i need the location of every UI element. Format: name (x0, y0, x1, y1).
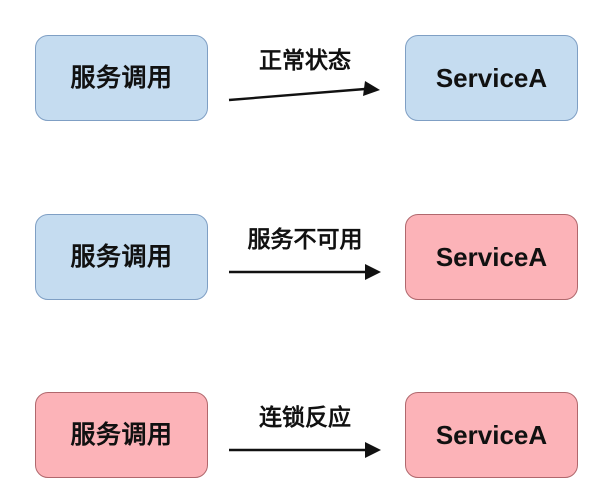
connector-row1: 正常状态 (225, 35, 385, 121)
arrow-right-icon-row1 (228, 81, 380, 102)
node-service-label-row2: ServiceA (435, 242, 548, 272)
arrow-right-icon-row3 (229, 442, 381, 458)
node-caller-row1[interactable]: 服务调用 (35, 35, 208, 121)
connector-row2: 服务不可用 (225, 214, 385, 300)
node-service-row3[interactable]: ServiceA (405, 392, 578, 478)
node-caller-label-row1: 服务调用 (70, 63, 173, 92)
edge-label-row2: 服务不可用 (247, 226, 363, 252)
diagram-row-normal: 服务调用 正常状态 ServiceA (0, 25, 606, 145)
node-service-label-row1: ServiceA (435, 63, 548, 93)
node-caller-label-row2: 服务调用 (70, 242, 173, 271)
diagram-row-unavailable: 服务调用 服务不可用 ServiceA (0, 204, 606, 324)
node-caller-row2[interactable]: 服务调用 (35, 214, 208, 300)
edge-label-row1: 正常状态 (259, 47, 351, 73)
node-service-row1[interactable]: ServiceA (405, 35, 578, 121)
node-service-row2[interactable]: ServiceA (405, 214, 578, 300)
edge-label-row3: 连锁反应 (259, 404, 351, 430)
node-caller-label-row3: 服务调用 (70, 420, 173, 449)
diagram-row-cascading: 服务调用 连锁反应 ServiceA (0, 382, 606, 502)
node-service-label-row3: ServiceA (435, 420, 548, 450)
arrow-right-icon-row2 (229, 264, 381, 280)
connector-row3: 连锁反应 (225, 392, 385, 478)
node-caller-row3[interactable]: 服务调用 (35, 392, 208, 478)
